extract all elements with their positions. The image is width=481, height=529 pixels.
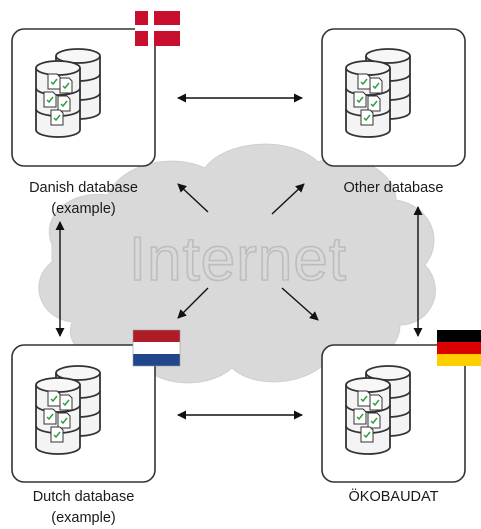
other-database-box	[321, 28, 466, 167]
danish-database-label: Danish database (example)	[12, 178, 155, 220]
internet-label: Internet	[129, 225, 347, 294]
danish-database-label-line1: Danish database	[29, 180, 138, 196]
denmark-flag-icon	[135, 11, 180, 46]
connection-arrows	[55, 93, 423, 420]
dutch-database-label: Dutch database (example)	[12, 487, 155, 529]
arrow-cloud-to-okobaudat	[281, 287, 319, 321]
okobaudat-database-box	[321, 344, 466, 483]
internet-cloud: Internet	[38, 143, 436, 384]
other-database-label: Other database	[322, 178, 465, 199]
okobaudat-label-line1: ÖKOBAUDAT	[348, 489, 439, 505]
okobaudat-label: ÖKOBAUDAT	[322, 487, 465, 508]
netherlands-flag-icon	[132, 329, 181, 367]
dutch-database-label-line2: (example)	[51, 510, 116, 526]
arrow-cloud-to-other	[271, 183, 305, 215]
other-database-label-line1: Other database	[343, 180, 444, 196]
danish-database-label-line2: (example)	[51, 201, 116, 217]
danish-database-box	[11, 28, 156, 167]
dutch-database-box	[11, 344, 156, 483]
dutch-database-label-line1: Dutch database	[32, 489, 135, 505]
arrow-cloud-to-dutch	[177, 287, 209, 319]
germany-flag-icon	[437, 330, 481, 366]
arrow-cloud-to-danish	[177, 183, 209, 213]
